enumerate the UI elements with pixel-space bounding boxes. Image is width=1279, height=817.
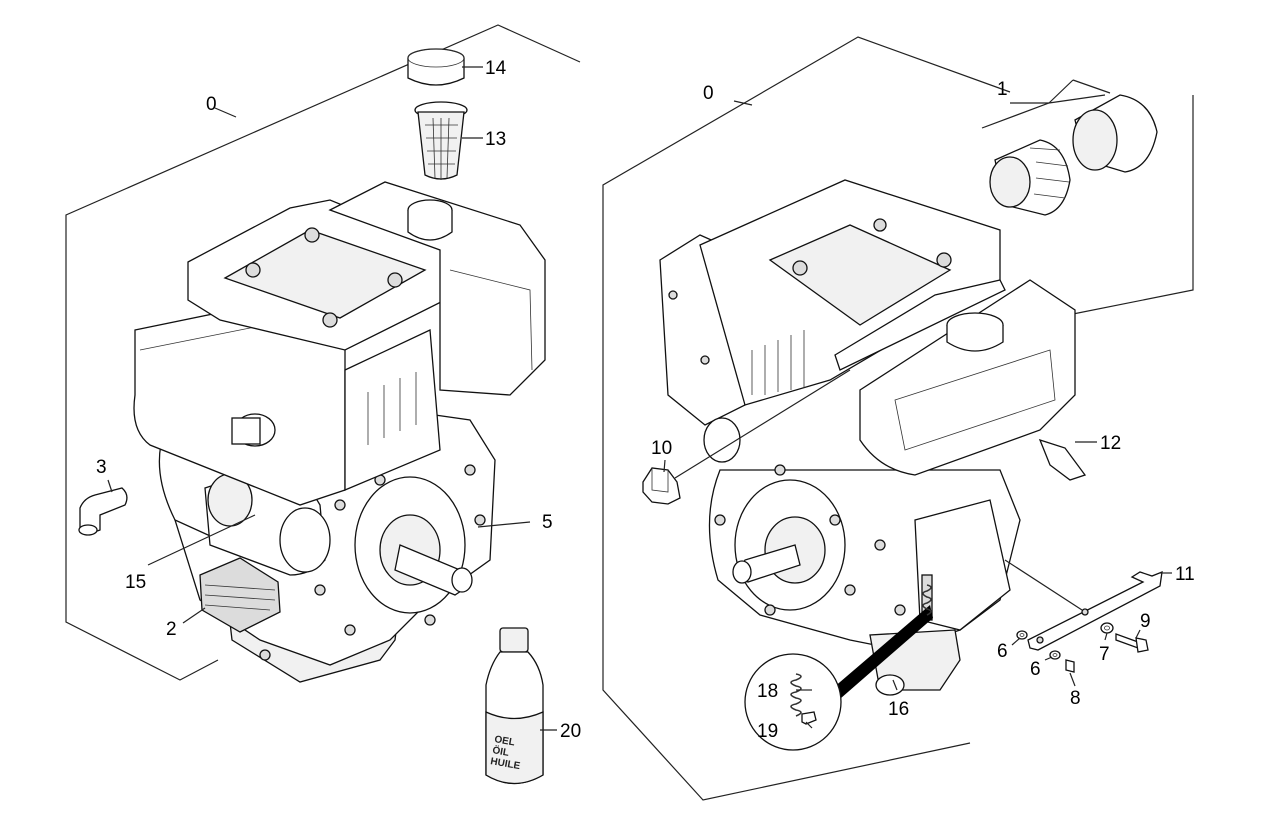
label-11: 11 — [1175, 564, 1195, 585]
oil-bottle-part: OEL ÖIL HUILE — [485, 627, 544, 785]
label-group-0-right: 0 — [703, 83, 714, 104]
label-group-0-left: 0 — [206, 94, 217, 115]
rubber-block-part — [642, 467, 681, 505]
label-7: 7 — [1099, 644, 1110, 665]
label-15: 15 — [125, 572, 146, 593]
washer-7 — [1100, 622, 1114, 634]
label-1: 1 — [997, 79, 1008, 100]
label-14: 14 — [485, 58, 507, 79]
label-8: 8 — [1070, 688, 1081, 709]
air-filter-parts — [981, 79, 1158, 216]
label-12: 12 — [1100, 433, 1121, 454]
mounting-bracket-part — [1027, 570, 1163, 651]
washer-6a — [1016, 630, 1028, 640]
bolt-9 — [1115, 633, 1149, 653]
label-16: 16 — [888, 699, 909, 720]
elbow-fitting-part — [78, 487, 128, 536]
label-19: 19 — [757, 721, 778, 742]
label-5: 5 — [542, 512, 553, 533]
label-2: 2 — [166, 619, 177, 640]
label-20: 20 — [560, 721, 581, 742]
screw-8 — [1065, 659, 1075, 673]
label-10: 10 — [651, 438, 672, 459]
label-18: 18 — [757, 681, 778, 702]
bottle-label-line-1: OEL — [493, 734, 515, 748]
label-6b: 6 — [1030, 659, 1041, 680]
bottle-label-line-2: ÖIL — [491, 743, 510, 759]
left-engine-illustration — [133, 181, 546, 683]
label-3: 3 — [96, 457, 107, 478]
fuel-cap-part — [407, 48, 465, 86]
right-assembly-frame — [602, 36, 1194, 801]
part-number-labels: 0 0 1 2 3 5 6 6 7 8 9 10 11 12 13 14 15 … — [96, 58, 1195, 742]
label-13: 13 — [485, 129, 506, 150]
label-9: 9 — [1140, 611, 1151, 632]
fuel-strainer-part — [414, 101, 468, 180]
right-engine-illustration — [659, 179, 1087, 696]
spring-detail-callout — [744, 584, 933, 751]
left-assembly-frame — [65, 24, 581, 681]
leader-lines — [107, 66, 1172, 731]
washer-6b — [1049, 650, 1061, 660]
bottle-label-line-3: HUILE — [489, 756, 521, 772]
label-6a: 6 — [997, 641, 1008, 662]
